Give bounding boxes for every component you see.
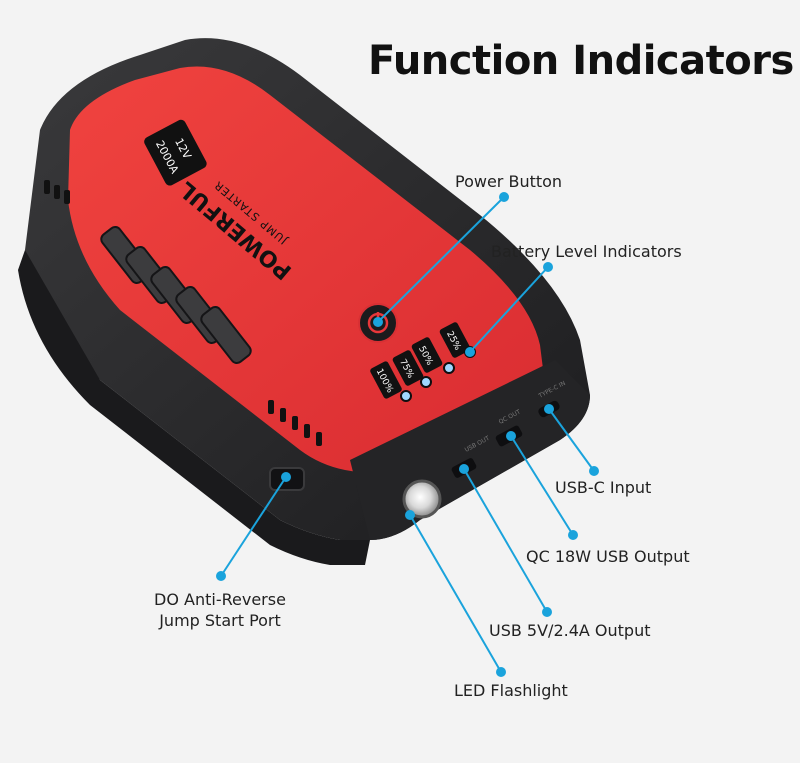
callout-do-port-line2: Jump Start Port — [159, 611, 281, 630]
battery-led-100 — [400, 390, 412, 402]
dot-usbc-input-start — [544, 404, 554, 414]
dot-led-flashlight-start — [405, 510, 415, 520]
dot-battery-level-start — [465, 347, 475, 357]
callout-do-port-line1: DO Anti-Reverse — [154, 590, 286, 609]
leader-power-button — [377, 196, 505, 323]
voltage-badge: 12V 2000A — [144, 119, 207, 186]
callout-usbc-input: USB-C Input — [555, 478, 652, 497]
callout-power-button: Power Button — [455, 172, 563, 191]
dot-usb-output-start — [459, 464, 469, 474]
page-title: Function Indicators — [368, 38, 794, 84]
dot-power-button-end — [499, 192, 509, 202]
led-flashlight-lens — [402, 479, 442, 519]
vent-slots — [44, 180, 322, 446]
leader-battery-level — [469, 266, 549, 353]
dot-qc-output-start — [506, 431, 516, 441]
leader-lines — [220, 196, 595, 673]
leader-dots — [216, 192, 599, 677]
leader-usbc-input — [548, 408, 595, 472]
dot-usbc-input-end — [589, 466, 599, 476]
callout-battery-level: Battery Level Indicators — [491, 242, 682, 261]
dot-battery-level-end — [543, 262, 553, 272]
battery-led-50 — [443, 362, 455, 374]
dot-led-flashlight-end — [496, 667, 506, 677]
callout-do-port: DO Anti-Reverse Jump Start Port — [140, 589, 300, 631]
grip-ribs — [100, 226, 252, 364]
dot-qc-output-end — [568, 530, 578, 540]
leader-do-port — [220, 476, 287, 577]
callout-led-flashlight: LED Flashlight — [454, 681, 568, 700]
leader-qc-output — [510, 435, 574, 536]
dot-do-port-end — [216, 571, 226, 581]
leader-led-flashlight — [409, 514, 502, 673]
dot-usb-output-end — [542, 607, 552, 617]
dot-do-port-start — [281, 472, 291, 482]
callout-usb-output: USB 5V/2.4A Output — [489, 621, 651, 640]
battery-led-75 — [420, 376, 432, 388]
callout-qc-output: QC 18W USB Output — [526, 547, 690, 566]
dot-power-button-start — [373, 317, 383, 327]
leader-usb-output — [463, 468, 548, 613]
